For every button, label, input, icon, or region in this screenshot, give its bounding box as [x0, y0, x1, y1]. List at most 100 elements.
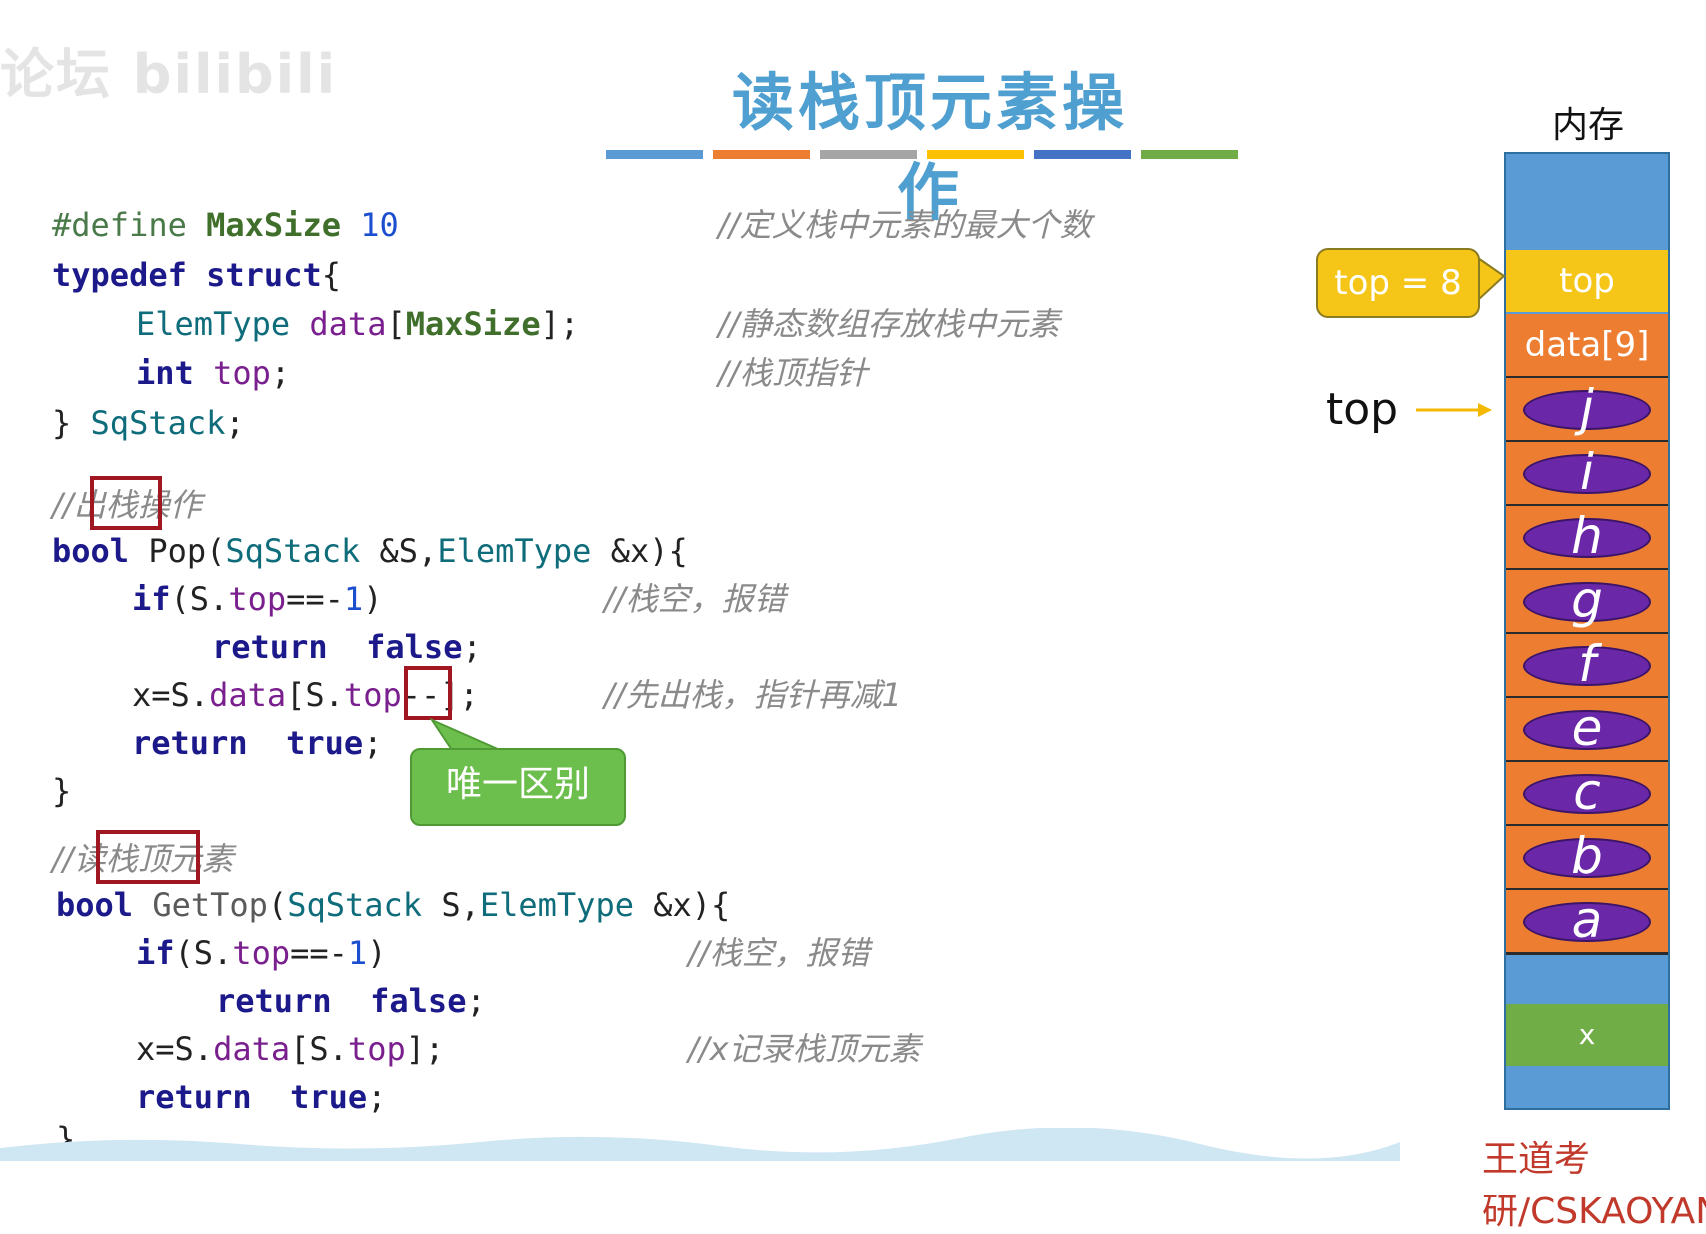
token-punct: ]; — [405, 1030, 445, 1068]
title-underline-segment — [606, 150, 703, 159]
comment-pop-section: //出栈操作 — [52, 484, 202, 526]
token-plain: x=S. — [136, 1030, 214, 1068]
token-type: ElemType — [136, 305, 291, 343]
code-line-pop-assign: x=S.data[S.top--]; — [132, 674, 479, 716]
token-member: top — [228, 580, 287, 618]
token-operator: -- — [401, 676, 441, 714]
memory-cell-top-label: top — [1559, 261, 1615, 301]
stack-cell-separator — [1506, 952, 1668, 955]
token-number: 1 — [347, 934, 368, 972]
token-keyword: true — [290, 1078, 368, 1116]
code-line-gettop-return-true: return true; — [136, 1076, 386, 1118]
code-line-struct-end: } SqStack; — [52, 402, 245, 444]
stack-element-letter: a — [1571, 891, 1603, 949]
token-param: &S, — [360, 532, 438, 570]
token-punct: ) — [367, 934, 387, 972]
title-underline-segment — [820, 150, 917, 159]
token-directive: #define — [52, 206, 187, 244]
token-punct: ; — [270, 354, 291, 392]
token-keyword: return — [132, 724, 248, 762]
token-keyword: if — [132, 580, 171, 618]
token-punct: ]; — [440, 676, 479, 714]
comment-prefix: // — [52, 840, 74, 878]
token-type: SqStack — [287, 886, 423, 924]
stack-cell-separator — [1506, 504, 1668, 507]
token-param: &x){ — [591, 532, 688, 570]
comment-field-top: //栈顶指针 — [718, 354, 868, 392]
token-keyword: false — [370, 982, 467, 1020]
code-line-pop-close: } — [52, 770, 71, 812]
token-keyword: true — [286, 724, 364, 762]
pointer-arrow-head — [1478, 403, 1492, 417]
stack-cell-separator — [1506, 696, 1668, 699]
stack-element-oval — [1523, 902, 1651, 942]
stack-cell-separator — [1506, 760, 1668, 763]
callout-unique-difference: 唯一区别 — [410, 748, 626, 826]
token-keyword: struct — [206, 256, 322, 294]
stack-element-letter: c — [1573, 763, 1601, 821]
watermark: 论坛 bilibili — [0, 43, 338, 106]
token-member: top — [232, 934, 291, 972]
token-type: SqStack — [90, 404, 226, 442]
footer-brand: 王道考研/CSKAOYAN — [1482, 1139, 1706, 1232]
token-operator: ==- — [286, 580, 344, 618]
stack-element-letter: j — [1580, 379, 1594, 437]
token-type: SqStack — [225, 532, 361, 570]
token-member: top — [347, 1030, 406, 1068]
title-underline-segment — [1141, 150, 1238, 159]
comment-field-data: //静态数组存放栈中元素 — [718, 305, 1060, 343]
token-plain: x=S. — [132, 676, 210, 714]
token-keyword: return — [216, 982, 332, 1020]
highlight-box-decrement — [404, 666, 452, 720]
token-member: data — [213, 1030, 291, 1068]
code-line-gettop-if: if(S.top==-1) — [136, 932, 386, 974]
stack-cell-separator — [1506, 632, 1668, 635]
code-line-field-data: ElemType data[MaxSize]; — [136, 303, 579, 345]
token-param: &x){ — [633, 886, 731, 924]
token-number: 10 — [360, 206, 399, 244]
token-keyword: bool — [52, 532, 130, 570]
comment-gettop-assign: //x记录栈顶元素 — [688, 1030, 921, 1068]
comment-gettop-if: //栈空，报错 — [688, 934, 870, 972]
stack-element-oval — [1523, 774, 1651, 814]
code-block: #define MaxSize 10 //定义栈中元素的最大个数 typedef… — [52, 206, 1092, 1158]
stack-element-oval — [1523, 390, 1651, 430]
token-param: S, — [422, 886, 480, 924]
memory-cell-top: top — [1506, 250, 1668, 312]
token-keyword: if — [136, 934, 175, 972]
token-member: data — [209, 676, 287, 714]
memory-cell-data9-label: data[9] — [1524, 325, 1650, 365]
token-punct: [ — [386, 305, 406, 343]
token-type: ElemType — [479, 886, 634, 924]
token-punct: ; — [466, 982, 486, 1020]
comment-define: //定义栈中元素的最大个数 — [718, 206, 1092, 244]
token-keyword: int — [136, 354, 194, 392]
token-punct: ; — [367, 1078, 387, 1116]
stack-element-letter: g — [1571, 571, 1603, 629]
stack-element-letter: e — [1571, 699, 1603, 757]
token-punct: ; — [462, 628, 482, 666]
highlight-box-gettop — [96, 830, 200, 884]
token-punct: [S. — [290, 1030, 348, 1068]
code-line-typedef: typedef struct{ — [52, 254, 341, 296]
token-keyword: return — [212, 628, 328, 666]
token-member: top — [343, 676, 402, 714]
token-punct: ) — [363, 580, 383, 618]
token-member: data — [309, 305, 387, 343]
token-operator: ==- — [290, 934, 348, 972]
token-keyword: false — [366, 628, 463, 666]
token-punct: ; — [225, 404, 245, 442]
token-punct: ; — [363, 724, 383, 762]
comment-gettop-section: //读栈顶元素 — [52, 838, 234, 880]
title-underline-segment — [713, 150, 810, 159]
token-keyword: return — [136, 1078, 252, 1116]
token-punct: (S. — [174, 934, 233, 972]
title-underline-segment — [1034, 150, 1131, 159]
token-punct: } — [52, 404, 72, 442]
token-punct: (S. — [170, 580, 229, 618]
top-pointer-label: top — [1326, 384, 1399, 435]
comment-rest: 元素 — [169, 840, 234, 878]
token-punct: } — [52, 772, 72, 810]
stack-element-letter: i — [1580, 443, 1594, 501]
token-keyword: bool — [56, 886, 134, 924]
